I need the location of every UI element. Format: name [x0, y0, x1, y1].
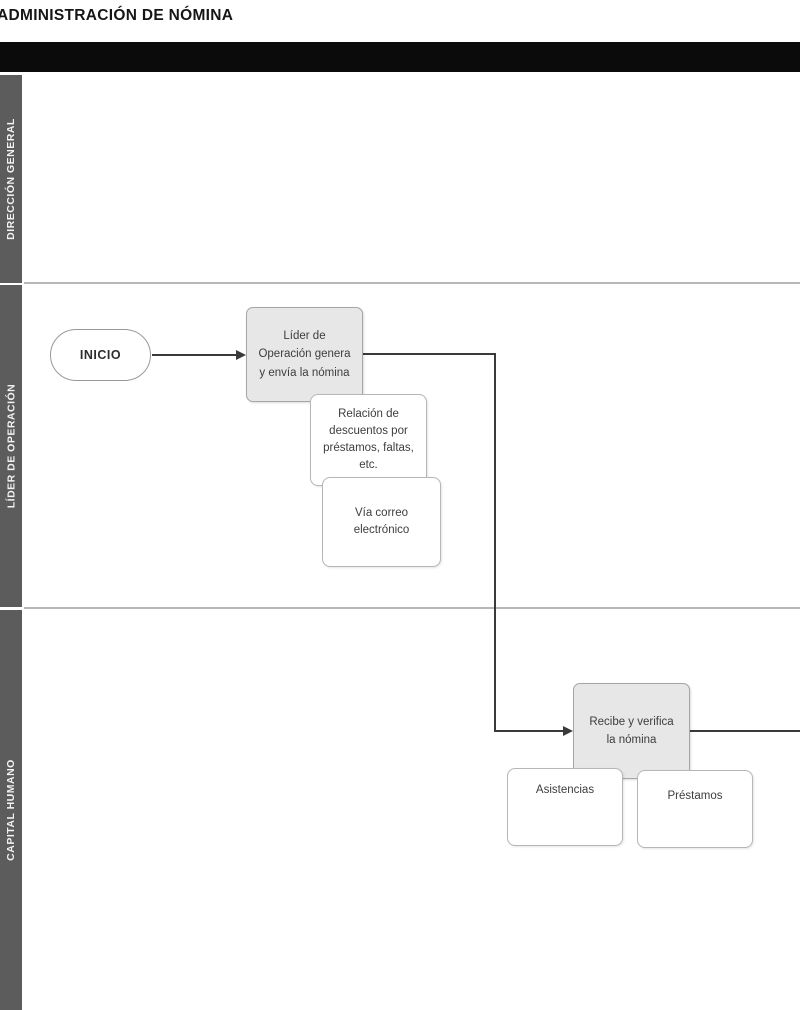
lane-header-lider-de-operacion: LÍDER DE OPERACIÓN [0, 285, 22, 607]
lane-label: DIRECCIÓN GENERAL [5, 118, 17, 240]
note-node-relacion-descuentos[interactable]: Relación de descuentos por préstamos, fa… [310, 394, 427, 486]
note-node-asistencias[interactable]: Asistencias [507, 768, 623, 846]
connector-start-to-process1 [152, 354, 236, 356]
lane-label: LÍDER DE OPERACIÓN [5, 383, 18, 509]
note-node-prestamos[interactable]: Préstamos [637, 770, 753, 848]
arrowhead-icon [236, 350, 246, 360]
pool-title-bar [0, 42, 800, 72]
connector-process2-out [690, 730, 800, 732]
connector-vertical-segment [494, 353, 496, 732]
arrowhead-icon [563, 726, 573, 736]
start-node[interactable]: INICIO [50, 329, 151, 381]
connector-into-process2 [494, 730, 563, 732]
process-node-genera-envia-nomina[interactable]: Líder de Operación genera y envía la nóm… [246, 307, 363, 402]
lane-divider [24, 607, 800, 609]
lane-header-direccion-general: DIRECCIÓN GENERAL [0, 75, 22, 283]
page-title: ADMINISTRACIÓN DE NÓMINA [0, 7, 234, 24]
lane-header-capital-humano: CAPITAL HUMANO [0, 610, 22, 1010]
connector-process1-out [363, 353, 496, 355]
lane-divider [24, 282, 800, 284]
lane-label: CAPITAL HUMANO [5, 759, 18, 861]
note-node-via-correo[interactable]: Vía correo electrónico [322, 477, 441, 567]
process-node-recibe-verifica-nomina[interactable]: Recibe y verifica la nómina [573, 683, 690, 779]
